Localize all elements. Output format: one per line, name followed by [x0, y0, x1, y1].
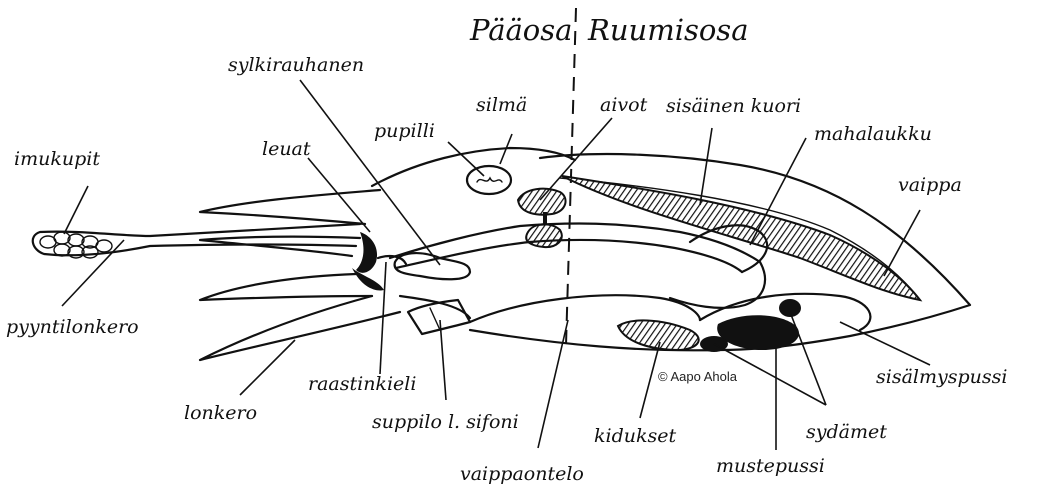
internal-shell — [562, 176, 920, 300]
label-silma: silmä — [476, 94, 527, 116]
label-mahalaukku: mahalaukku — [814, 123, 932, 145]
arm-4 — [200, 296, 400, 360]
label-vaippa: vaippa — [898, 174, 962, 196]
label-kidukset: kidukset — [594, 425, 676, 447]
arm-3 — [200, 274, 372, 300]
label-aivot: aivot — [600, 94, 648, 116]
ink-sac — [717, 315, 799, 350]
mantle-outline — [470, 154, 970, 350]
arm-upper — [200, 190, 380, 224]
label-suppilo: suppilo l. sifoni — [372, 411, 519, 433]
head-section-label: Pääosa — [469, 13, 572, 47]
mantle-cavity — [470, 295, 700, 322]
label-sylkirauhanen: sylkirauhanen — [228, 54, 364, 76]
label-raastinkieli: raastinkieli — [308, 373, 416, 395]
label-leuat: leuat — [262, 138, 311, 160]
leader-lines — [62, 80, 930, 450]
label-lonkero: lonkero — [184, 402, 257, 424]
brain-lower — [526, 224, 562, 247]
heart-1 — [779, 299, 801, 317]
label-vaippaontelo: vaippaontelo — [460, 463, 584, 485]
body-section-label: Ruumisosa — [587, 13, 748, 47]
label-pupilli: pupilli — [374, 120, 435, 142]
label-sydamet: sydämet — [806, 421, 887, 443]
pupil — [477, 178, 502, 182]
label-mustepussi: mustepussi — [716, 455, 825, 477]
funnel-inner — [430, 308, 440, 330]
brain-upper — [518, 189, 566, 215]
label-imukupit: imukupit — [14, 148, 100, 170]
copyright-notice: © Aapo Ahola — [658, 369, 738, 384]
label-sisalmyspussi: sisälmyspussi — [876, 366, 1007, 388]
label-pyyntilonkero: pyyntilonkero — [6, 316, 139, 338]
label-sisainen-kuori: sisäinen kuori — [666, 95, 801, 117]
